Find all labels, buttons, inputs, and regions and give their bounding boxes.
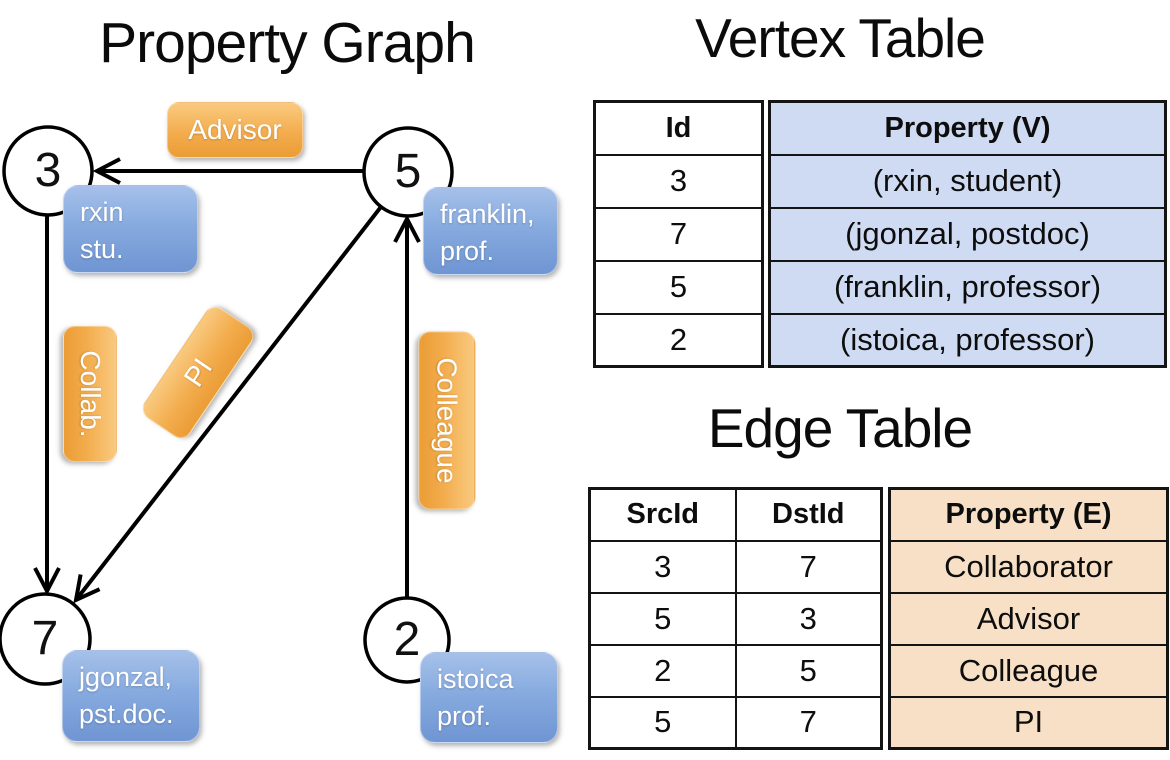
vertex-table-title: Vertex Table [695,7,986,69]
edge-table-id-columns: SrcId DstId 3 7 5 3 2 5 5 7 [588,487,883,750]
edge-dstid-cell: 3 [734,591,883,646]
edge-label-colleague: Colleague [418,331,476,510]
vertex-property-cell: (rxin, student) [768,153,1167,209]
node-3-property-box: rxin stu. [63,185,198,273]
edge-label-advisor: Advisor [167,102,303,158]
vertex-property-header: Property (V) [768,100,1167,156]
property-graph-title: Property Graph [99,11,476,75]
edge-property-cell: Colleague [888,643,1169,698]
edge-srcid-cell: 5 [588,591,737,646]
vertex-id-cell: 5 [593,259,764,315]
edge-table-title: Edge Table [707,397,973,459]
edge-property-cell: Collaborator [888,539,1169,594]
vertex-id-cell: 2 [593,312,764,368]
edge-pi-5-to-7 [73,170,410,604]
edge-srcid-cell: 2 [588,643,737,698]
edge-srcid-cell: 5 [588,695,737,750]
edge-srcid-header: SrcId [588,487,737,542]
edge-label-collab: Collab. [63,326,117,462]
edge-dstid-header: DstId [734,487,883,542]
node-2-id: 2 [393,613,421,666]
vertex-property-cell: (jgonzal, postdoc) [768,206,1167,262]
vertex-table-id-column: Id 3 7 5 2 [593,100,764,368]
node-5-property-box: franklin, prof. [423,187,558,275]
node-7-property-box: jgonzal, pst.doc. [62,650,200,742]
vertex-property-cell: (istoica, professor) [768,312,1167,368]
edge-dstid-cell: 7 [734,695,883,750]
node-7-id: 7 [31,612,59,665]
vertex-id-header: Id [593,100,764,156]
edge-dstid-cell: 5 [734,643,883,698]
edge-srcid-cell: 3 [588,539,737,594]
edge-dstid-cell: 7 [734,539,883,594]
vertex-id-cell: 3 [593,153,764,209]
graph-drawing [0,125,454,686]
edge-property-cell: Advisor [888,591,1169,646]
node-5-id: 5 [394,145,422,198]
node-2-property-box: istoica prof. [420,652,558,743]
edge-table-property-column: Property (E) Collaborator Advisor Collea… [888,487,1169,750]
vertex-property-cell: (franklin, professor) [768,259,1167,315]
node-3-id: 3 [34,144,62,197]
edge-property-cell: PI [888,695,1169,750]
vertex-id-cell: 7 [593,206,764,262]
vertex-table-property-column: Property (V) (rxin, student) (jgonzal, p… [768,100,1167,368]
edge-property-header: Property (E) [888,487,1169,542]
